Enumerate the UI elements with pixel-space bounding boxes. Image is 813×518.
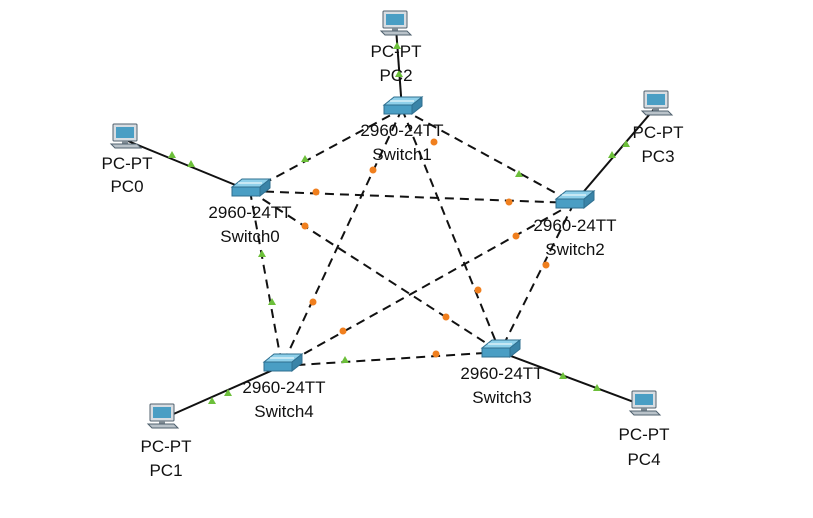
switch2[interactable]: 2960-24TT Switch2	[533, 190, 617, 259]
switch-icon[interactable]	[481, 339, 521, 358]
link-pc4-switch3	[499, 351, 643, 406]
port-blocking-dot-icon	[542, 261, 550, 269]
pc4-name-label: PC4	[627, 450, 660, 469]
port-blocking-dot-icon	[474, 286, 482, 294]
link-pc2-switch1	[395, 27, 403, 110]
pc3[interactable]: PC-PT PC3	[633, 90, 684, 166]
pc-icon[interactable]	[629, 390, 661, 416]
links-layer	[127, 27, 656, 421]
switch3-name-label: Switch3	[472, 388, 532, 407]
port-up-triangle-icon	[593, 384, 601, 391]
link-switch1-switch3	[401, 108, 501, 353]
link-switch0-switch1	[249, 108, 403, 192]
port-blocking-dot-icon	[339, 327, 347, 335]
port-up-triangle-icon	[187, 160, 195, 167]
port-blocking-dot-icon	[301, 222, 309, 230]
port-blocking-dot-icon	[312, 188, 320, 196]
port-up-markers	[168, 42, 630, 404]
pc-icon[interactable]	[380, 10, 412, 36]
link-switch0-switch3	[249, 190, 501, 353]
switch3[interactable]: 2960-24TT Switch3	[460, 339, 544, 407]
port-blocking-dot-icon	[309, 298, 317, 306]
port-blocking-dot-icon	[430, 138, 438, 146]
switch4-name-label: Switch4	[254, 402, 314, 421]
link-switch2-switch3	[499, 202, 575, 353]
port-blocking-dot-icon	[369, 166, 377, 174]
port-blocking-markers	[301, 138, 550, 358]
pc3-model-label: PC-PT	[633, 123, 684, 142]
port-up-triangle-icon	[168, 151, 176, 158]
port-up-triangle-icon	[608, 151, 616, 158]
port-up-triangle-icon	[559, 372, 567, 379]
switch-icon[interactable]	[555, 190, 595, 209]
pc4-model-label: PC-PT	[619, 425, 670, 444]
pc3-name-label: PC3	[641, 147, 674, 166]
port-up-triangle-icon	[208, 397, 216, 404]
pc0-model-label: PC-PT	[102, 154, 153, 173]
port-blocking-dot-icon	[442, 313, 450, 321]
switch2-name-label: Switch2	[545, 240, 605, 259]
port-blocking-dot-icon	[512, 232, 520, 240]
pc0[interactable]: PC-PT PC0	[102, 123, 153, 196]
switch0[interactable]: 2960-24TT Switch0	[208, 178, 292, 246]
switch4-model-label: 2960-24TT	[242, 378, 325, 397]
port-up-triangle-icon	[224, 389, 232, 396]
switch0-model-label: 2960-24TT	[208, 203, 291, 222]
switch-icon[interactable]	[263, 353, 303, 372]
pc0-name-label: PC0	[110, 177, 143, 196]
switch4[interactable]: 2960-24TT Switch4	[242, 353, 326, 421]
pc1[interactable]: PC-PT PC1	[141, 403, 192, 480]
switch-icon[interactable]	[231, 178, 271, 197]
port-blocking-dot-icon	[432, 350, 440, 358]
port-up-triangle-icon	[341, 356, 349, 363]
pc-icon[interactable]	[147, 403, 179, 429]
link-pc1-switch4	[159, 365, 283, 421]
switch0-name-label: Switch0	[220, 227, 280, 246]
link-switch2-switch4	[281, 202, 575, 367]
port-up-triangle-icon	[268, 298, 276, 305]
pc-icon[interactable]	[110, 123, 142, 149]
switch2-model-label: 2960-24TT	[533, 216, 616, 235]
pc2-model-label: PC-PT	[371, 42, 422, 61]
port-up-triangle-icon	[258, 250, 266, 257]
switch1-name-label: Switch1	[372, 145, 432, 164]
switch3-model-label: 2960-24TT	[460, 364, 543, 383]
port-up-triangle-icon	[395, 70, 403, 77]
switch1[interactable]: 2960-24TT Switch1	[360, 96, 444, 164]
port-up-triangle-icon	[622, 140, 630, 147]
pc4[interactable]: PC-PT PC4	[619, 390, 670, 469]
pc1-name-label: PC1	[149, 461, 182, 480]
switch1-model-label: 2960-24TT	[360, 121, 443, 140]
pc-icon[interactable]	[641, 90, 673, 116]
switch-icon[interactable]	[383, 96, 423, 115]
port-up-triangle-icon	[393, 42, 401, 49]
port-up-triangle-icon	[515, 170, 523, 177]
link-switch1-switch4	[281, 108, 403, 367]
pc1-model-label: PC-PT	[141, 437, 192, 456]
pc2[interactable]: PC-PT PC2	[371, 10, 422, 85]
pc2-name-label: PC2	[379, 66, 412, 85]
link-switch1-switch2	[401, 108, 575, 204]
link-switch0-switch2	[249, 190, 575, 204]
port-up-triangle-icon	[301, 155, 309, 162]
link-switch3-switch4	[281, 351, 501, 367]
port-blocking-dot-icon	[505, 198, 513, 206]
